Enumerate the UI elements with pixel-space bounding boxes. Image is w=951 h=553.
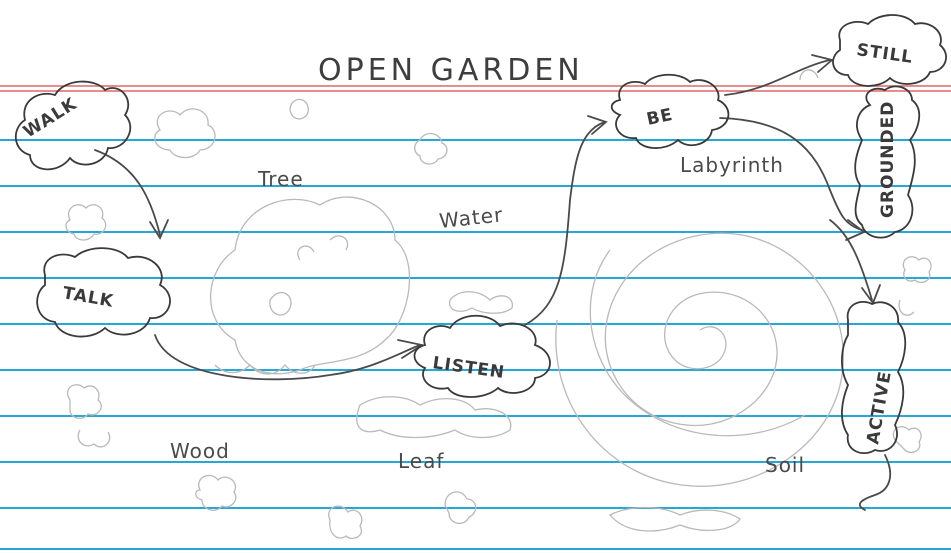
ruled-lines (0, 140, 951, 549)
tail-squiggle (860, 455, 890, 510)
node-label: ACTIVE (863, 369, 896, 446)
arrow-be-to-still (725, 60, 830, 95)
page-title: OPEN GARDEN (318, 53, 584, 88)
node-listen: LISTEN (414, 316, 550, 397)
area-label-leaf: Leaf (398, 449, 444, 473)
area-label-water: Water (438, 202, 504, 233)
node-grounded: GROUNDED (855, 86, 919, 237)
area-label-labyrinth: Labyrinth (680, 153, 784, 177)
node-label: BE (645, 105, 675, 130)
tree-sketch (211, 197, 410, 374)
node-still: STILL (833, 15, 946, 86)
node-label: GROUNDED (878, 101, 898, 218)
node-label: LISTEN (431, 353, 506, 383)
arrow-listen-to-be (525, 122, 605, 325)
labyrinth-sketch (556, 233, 844, 486)
node-label: STILL (855, 40, 914, 68)
node-walk: WALK (16, 82, 130, 170)
area-label-wood: Wood (170, 439, 230, 463)
area-label-tree: Tree (257, 167, 304, 191)
node-label: TALK (61, 283, 115, 312)
area-label-soil: Soil (765, 453, 805, 477)
